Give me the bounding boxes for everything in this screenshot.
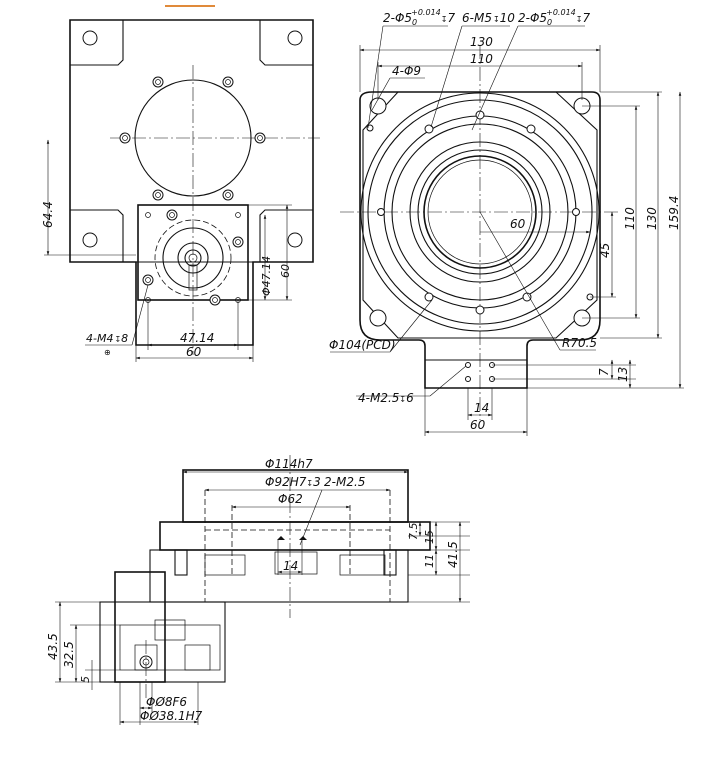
through-holes-label: 4-Φ9: [392, 64, 421, 78]
dim-130-horizontal: 130: [470, 35, 493, 49]
dim-14: 14: [474, 401, 489, 415]
dim-7: 7: [597, 368, 611, 376]
tap-holes-label: 4-M4↧8: [86, 332, 128, 345]
corner-hole: [369, 97, 387, 115]
dim-15: 15: [423, 530, 436, 544]
top-right-view: 130 110 4-Φ9 2-Φ50+0.014↧7 6-M5↧10 2-Φ50…: [329, 8, 684, 436]
pcd-label: Φ104(PCD): [329, 338, 396, 352]
small-taps-side-label: 2-M2.5: [324, 475, 365, 489]
radius-label: R70.5: [562, 336, 597, 350]
bore-8-label: ΦØ8F6: [146, 695, 187, 709]
pin-holes-right-label: 2-Φ50+0.014↧7: [518, 8, 590, 27]
top-left-view: 64.4 Φ47.14 60 47.14 60 4-M4↧8 ⊕: [41, 19, 320, 362]
dim-47-14-horizontal: 47.14: [180, 331, 214, 345]
dia-92-label: Φ92H7↧3: [265, 475, 321, 489]
corner-hole: [287, 30, 303, 46]
dia-62-label: Φ62: [278, 492, 303, 506]
bore-38-label: ΦØ38.1H7: [140, 709, 203, 723]
dim-130-vertical: 130: [645, 207, 659, 230]
dim-110-horizontal: 110: [470, 52, 493, 66]
dim-41-5: 41.5: [446, 541, 460, 568]
dim-7-5: 7.5: [407, 523, 420, 541]
dim-45: 45: [598, 243, 612, 258]
small-taps-label: 4-M2.5↧6: [358, 391, 414, 405]
dim-64-4: 64.4: [41, 201, 55, 228]
dim-60-vertical: 60: [279, 264, 292, 278]
corner-hole: [82, 30, 98, 46]
tap-mark-icon: ⊕: [104, 348, 111, 357]
dim-11: 11: [423, 554, 436, 568]
dim-60-horizontal: 60: [186, 345, 202, 359]
dia-114-label: Φ114h7: [265, 457, 313, 471]
dim-60-inner: 60: [510, 217, 526, 231]
side-view: Φ114h7 Φ92H7↧3 2-M2.5 Φ62 14 7.5 15 11 4…: [46, 455, 470, 725]
dim-13: 13: [616, 367, 630, 382]
corner-hole: [369, 309, 387, 327]
dim-43-5: 43.5: [46, 633, 60, 660]
dim-32-5: 32.5: [62, 641, 76, 668]
pin-holes-left-label: 2-Φ50+0.014↧7: [383, 8, 455, 27]
dim-159-4: 159.4: [667, 196, 681, 230]
corner-hole: [82, 232, 98, 248]
dim-14-side: 14: [283, 559, 298, 573]
dim-110-vertical: 110: [623, 207, 637, 230]
dim-60-bottom: 60: [470, 418, 486, 432]
dim-5: 5: [79, 676, 92, 683]
corner-hole: [287, 232, 303, 248]
tap-holes-m5-label: 6-M5↧10: [462, 11, 515, 25]
dim-47-14-vertical: Φ47.14: [260, 256, 273, 296]
